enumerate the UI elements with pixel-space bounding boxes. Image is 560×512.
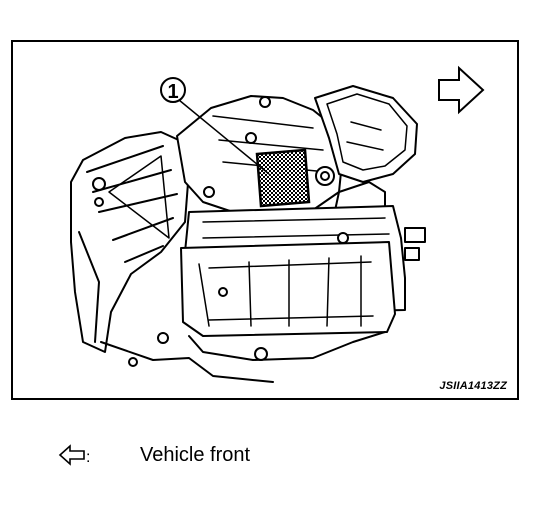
heater-unit-illustration: 1	[70, 65, 485, 383]
callout-leader	[178, 99, 270, 175]
legend-symbol: :	[86, 449, 90, 466]
filter-component	[255, 148, 311, 208]
callout-number: 1	[167, 81, 178, 103]
vehicle-front-arrow-icon	[438, 65, 485, 115]
blower-case	[70, 131, 190, 353]
figure-frame: 1 JSIIA1413ZZ	[11, 40, 519, 400]
legend-label: Vehicle front	[140, 444, 251, 466]
callout-circle	[160, 77, 186, 103]
figure-id: JSIIA1413ZZ	[439, 380, 507, 392]
evaporator-case	[180, 241, 396, 337]
front-arrow-icon: :	[58, 444, 90, 466]
legend: : Vehicle front	[58, 442, 358, 472]
